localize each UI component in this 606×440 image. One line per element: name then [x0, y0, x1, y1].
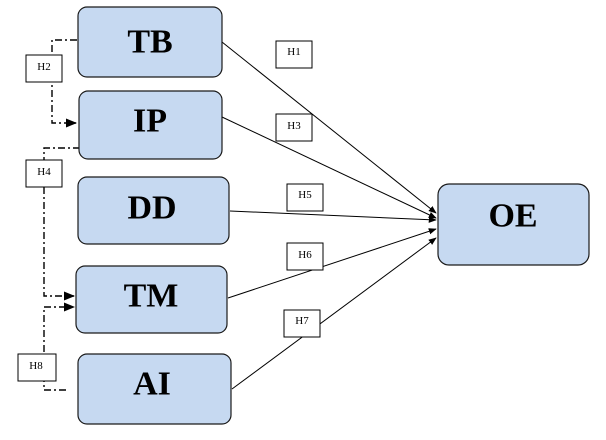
hypothesis-label-h8: H8 [29, 360, 43, 372]
edge-dd-oe [229, 210, 437, 223]
hypothesis-label-h5: H5 [298, 189, 312, 201]
node-label-tb: TB [127, 24, 172, 61]
edge-ip-oe [221, 116, 437, 219]
hypothesis-h6: H6 [286, 242, 324, 271]
hypothesis-label-h4: H4 [37, 166, 51, 178]
node-dd: DD [77, 176, 230, 245]
hypothesis-h1: H1 [275, 40, 313, 69]
edge-tm-oe [227, 228, 437, 299]
hypothesis-h4: H4 [25, 159, 63, 188]
node-label-dd: DD [127, 190, 176, 227]
node-label-ip: IP [133, 103, 167, 140]
edge-ip-tm-dashed [43, 147, 80, 301]
hypothesis-h5: H5 [286, 183, 324, 212]
hypothesis-label-h3: H3 [287, 120, 301, 132]
hypothesis-label-h1: H1 [287, 46, 300, 58]
node-label-oe: OE [488, 198, 537, 235]
node-ai: AI [77, 353, 232, 425]
hypothesis-label-h2: H2 [37, 61, 50, 73]
node-tb: TB [77, 6, 223, 78]
hypothesis-h7: H7 [283, 309, 321, 338]
node-label-ai: AI [133, 366, 171, 403]
hypothesis-h8: H8 [17, 353, 57, 382]
hypothesis-h3: H3 [275, 113, 313, 142]
node-oe: OE [437, 183, 590, 266]
edge-tb-oe [221, 41, 437, 214]
hypothesis-h2: H2 [25, 54, 63, 83]
node-label-tm: TM [124, 278, 179, 315]
hypothesis-label-h6: H6 [298, 249, 312, 261]
edge-ai-oe [231, 237, 437, 390]
node-ip: IP [78, 90, 223, 160]
node-tm: TM [75, 265, 228, 334]
edge-ai-tm-dashed [43, 302, 76, 391]
hypothesis-label-h7: H7 [295, 315, 309, 327]
